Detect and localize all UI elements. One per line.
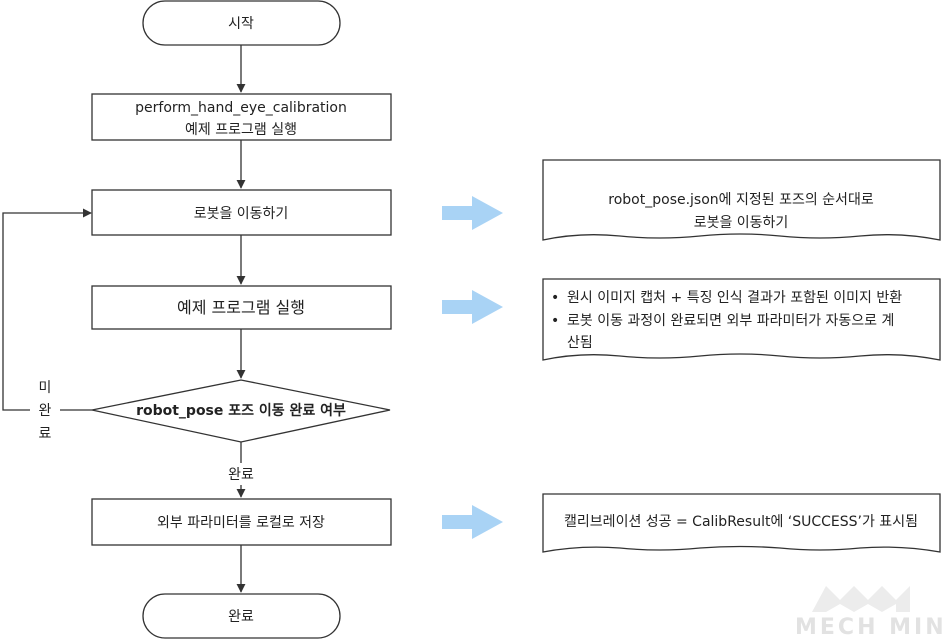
run-example-label-1: perform_hand_eye_calibration <box>135 100 347 116</box>
save-label: 외부 파라미터를 로컬로 저장 <box>157 515 325 531</box>
end-label: 완료 <box>228 609 254 625</box>
note-run-example-line-3: 산됨 <box>567 335 593 351</box>
start-label: 시작 <box>228 16 254 32</box>
note-move-robot-line-1: robot_pose.json에 지정된 포즈의 순서대로 <box>608 192 874 208</box>
note-run-example: • 원시 이미지 캡처 + 특징 인식 결과가 포함된 이미지 반환 • 로봇 … <box>542 278 941 361</box>
bullet-1: • <box>551 290 559 306</box>
note-save: 캘리브레이션 성공 = CalibResult에 ‘SUCCESS’가 표시됨 <box>542 493 941 553</box>
run-example2-label: 예제 프로그램 실행 <box>177 298 305 317</box>
note-save-text: 캘리브레이션 성공 = CalibResult에 ‘SUCCESS’가 표시됨 <box>564 514 918 530</box>
edge-label-not-done-2: 완 <box>39 403 52 419</box>
note-move-robot-line-2: 로봇을 이동하기 <box>694 215 789 231</box>
decision-label: robot_pose 포즈 이동 완료 여부 <box>136 402 346 419</box>
bullet-2: • <box>551 313 559 329</box>
end-node: 완료 <box>142 593 341 639</box>
save-node: 외부 파라미터를 로컬로 저장 <box>91 498 392 546</box>
note-move-robot: robot_pose.json에 지정된 포즈의 순서대로 로봇을 이동하기 <box>542 159 941 241</box>
edge-label-not-done-1: 미 <box>39 380 52 396</box>
note-run-example-line-2: 로봇 이동 과정이 완료되면 외부 파라미터가 자동으로 계 <box>567 313 894 329</box>
run-example-node: perform_hand_eye_calibration 예제 프로그램 실행 <box>91 93 392 141</box>
arrow-right-icon <box>442 505 503 539</box>
edge-label-not-done-3: 료 <box>39 426 52 442</box>
move-robot-node: 로봇을 이동하기 <box>91 189 392 236</box>
arrow-right-icon <box>442 196 503 230</box>
move-robot-label: 로봇을 이동하기 <box>194 206 289 222</box>
decision-node: robot_pose 포즈 이동 완료 여부 <box>91 379 391 443</box>
run-example-label-2: 예제 프로그램 실행 <box>185 122 297 138</box>
edge-label-done: 완료 <box>228 467 254 483</box>
start-node: 시작 <box>142 0 341 46</box>
arrow-right-icon <box>442 290 503 324</box>
run-example2-node: 예제 프로그램 실행 <box>91 285 392 330</box>
watermark: MECH MIND <box>795 586 942 639</box>
note-run-example-line-1: 원시 이미지 캡처 + 특징 인식 결과가 포함된 이미지 반환 <box>567 290 902 306</box>
watermark-text: MECH MIND <box>795 615 942 639</box>
